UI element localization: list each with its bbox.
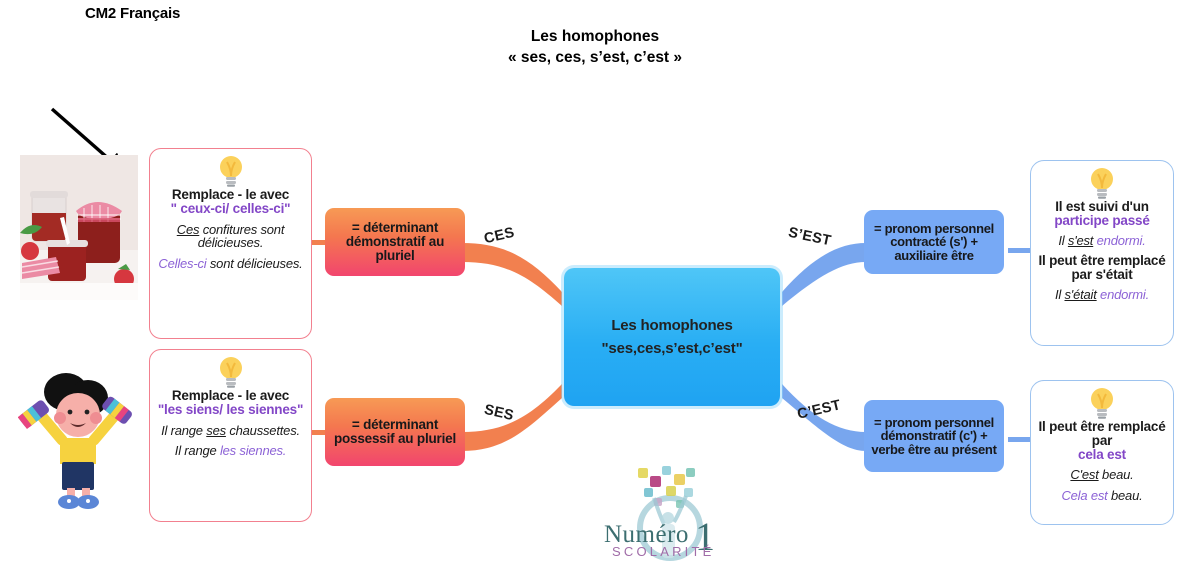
tip-rule-purple-ces: " ceux-ci/ celles-ci" xyxy=(170,200,291,216)
tip-box-ces: Remplace - le avec " ceux-ci/ celles-ci"… xyxy=(149,148,312,339)
tip-rule1-purple-sest: participe passé xyxy=(1054,212,1150,228)
lightbulb-icon xyxy=(1091,168,1113,199)
branch-label-cest: C’EST xyxy=(795,397,843,423)
tip-example1-sest-purple: endormi. xyxy=(1093,232,1146,248)
central-topic-line1: Les homophones xyxy=(611,316,733,334)
page-title-line1: Les homophones xyxy=(530,28,660,45)
branch-label-sest: S’EST xyxy=(786,224,833,250)
tip-example2-sest: Il s'était endormi. xyxy=(1038,286,1166,302)
logo-tagline: SCOLARITÉ xyxy=(612,544,714,559)
tip-example1-cest-underline: C'est xyxy=(1070,467,1099,483)
tip-box-ses: Remplace - le avec "les siens/ les sienn… xyxy=(149,349,312,522)
tip-example1-sest-pre: Il xyxy=(1058,232,1068,248)
tip-rule2-sest-text: Il peut être remplacé par xyxy=(1038,253,1166,282)
tip-example2-sest-purple: endormi. xyxy=(1096,286,1150,302)
definition-box-cest: = pronom personnel démonstratif (c') + v… xyxy=(864,400,1004,472)
page-title-line2: « ses, ces, s’est, c’est » xyxy=(507,48,683,66)
brand-logo: Numéro 1 SCOLARITÉ xyxy=(598,462,730,570)
subject-label: CM2 Français xyxy=(85,5,181,22)
tip-example1-cest-post: beau. xyxy=(1098,467,1134,483)
tip-example2-sest-pre: Il xyxy=(1054,286,1065,302)
branch-label-ces: CES xyxy=(482,224,517,248)
tip-box-sest: Il est suivi d'un participe passé Il s'e… xyxy=(1030,160,1174,346)
tip-example1-ses-underline: ses xyxy=(206,422,226,438)
tip-example1-ces-post: confitures sont délicieuses. xyxy=(197,221,285,251)
kid-illustration xyxy=(17,370,138,510)
tip-example2-cest-purple: Cela est xyxy=(1061,487,1108,503)
lightbulb-icon xyxy=(219,156,242,187)
tip-example2-ces-post: sont délicieuses. xyxy=(206,255,303,271)
tip-example1-sest: Il s'est endormi. xyxy=(1038,232,1166,248)
tip-example1-ses-post: chaussettes. xyxy=(225,422,300,438)
jam-photo xyxy=(20,155,138,300)
tip-example2-ses: Il range les siennes. xyxy=(157,444,304,458)
tip-example1-ces-underline: Ces xyxy=(176,221,200,237)
tip-rule2-sest: Il peut être remplacé par s'était xyxy=(1038,254,1166,282)
tip-rule2-sest-underline: s'était xyxy=(1095,266,1133,282)
tip-example1-sest-underline: s'est xyxy=(1067,232,1094,248)
definition-box-ces: = déterminant démonstratif au pluriel xyxy=(325,208,465,276)
logo-digit: 1 xyxy=(695,514,715,559)
tip-example1-ses: Il range ses chaussettes. xyxy=(157,422,304,438)
tip-example2-cest: Cela est beau. xyxy=(1038,489,1166,503)
tip-rule-purple-cest: cela est xyxy=(1078,446,1126,462)
central-topic-node: Les homophones "ses,ces,s’est,c’est" xyxy=(564,268,780,406)
lightbulb-icon xyxy=(1091,388,1113,419)
page-title: Les homophones « ses, ces, s’est, c’est … xyxy=(400,27,790,69)
tip-example2-ses-purple: les siennes. xyxy=(219,443,287,459)
definition-box-ses: = déterminant possessif au pluriel xyxy=(325,398,465,466)
tip-example2-cest-post: beau. xyxy=(1107,487,1143,503)
branch-label-ses: SES xyxy=(482,401,516,425)
definition-box-sest: = pronom personnel contracté (s') + auxi… xyxy=(864,210,1004,274)
tip-rule-ces: Remplace - le avec xyxy=(171,187,290,202)
tip-example2-sest-underline: s'était xyxy=(1064,286,1097,302)
tip-example2-ses-pre: Il range xyxy=(174,443,220,459)
central-topic-line2: "ses,ces,s’est,c’est" xyxy=(601,340,743,357)
tip-box-cest: Il peut être remplacé par cela est C'est… xyxy=(1030,380,1174,525)
tip-example1-ses-pre: Il range xyxy=(161,422,207,438)
tip-example1-cest: C'est beau. xyxy=(1038,468,1166,482)
lightbulb-icon xyxy=(219,357,242,388)
tip-rule-ses: Remplace - le avec xyxy=(171,388,290,403)
tip-example2-ces-purple: Celles-ci xyxy=(158,255,207,271)
tip-example1-ces: Ces confitures sont délicieuses. xyxy=(157,221,304,251)
tip-rule-cest: Il peut être remplacé par xyxy=(1038,419,1166,448)
tip-rule1-sest: Il est suivi d'un xyxy=(1055,199,1149,214)
tip-example2-ces: Celles-ci sont délicieuses. xyxy=(157,255,304,271)
tip-rule-purple-ses: "les siens/ les siennes" xyxy=(157,401,304,417)
logo-name: Numéro xyxy=(604,521,689,548)
